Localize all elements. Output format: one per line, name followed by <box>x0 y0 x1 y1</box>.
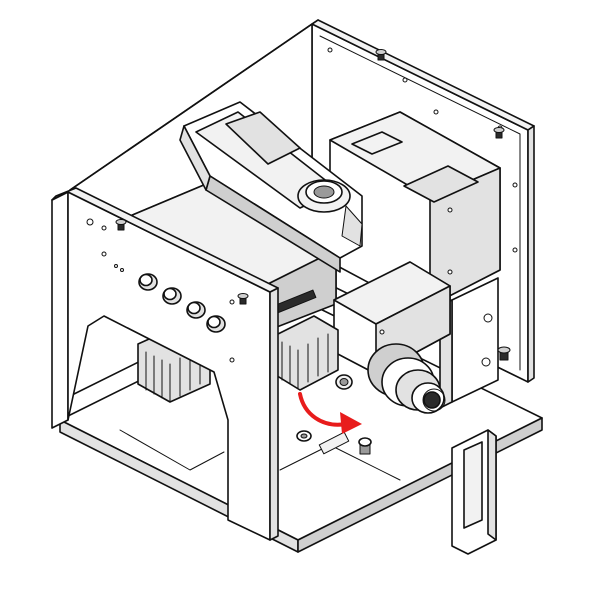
knob-icon <box>206 315 226 333</box>
screw-icon <box>493 127 505 139</box>
screw-icon <box>497 346 511 361</box>
screw-icon <box>237 293 249 305</box>
rotation-direction-arrow <box>298 392 362 434</box>
knob-icon <box>186 301 206 319</box>
knob-icon <box>162 287 182 305</box>
optics-housing <box>329 111 501 311</box>
left-frame-panel <box>51 187 279 541</box>
screw-icon <box>375 49 387 61</box>
screw-icon <box>115 219 127 231</box>
screw-icon <box>296 430 312 442</box>
screw-icon <box>358 437 372 455</box>
eyepiece-body <box>179 101 363 273</box>
knob-icon <box>335 374 353 390</box>
front-right-bracket <box>451 429 497 555</box>
knob-icon <box>138 273 158 291</box>
turret-lens-icon <box>297 179 363 247</box>
objective-lens-icon <box>367 343 446 414</box>
